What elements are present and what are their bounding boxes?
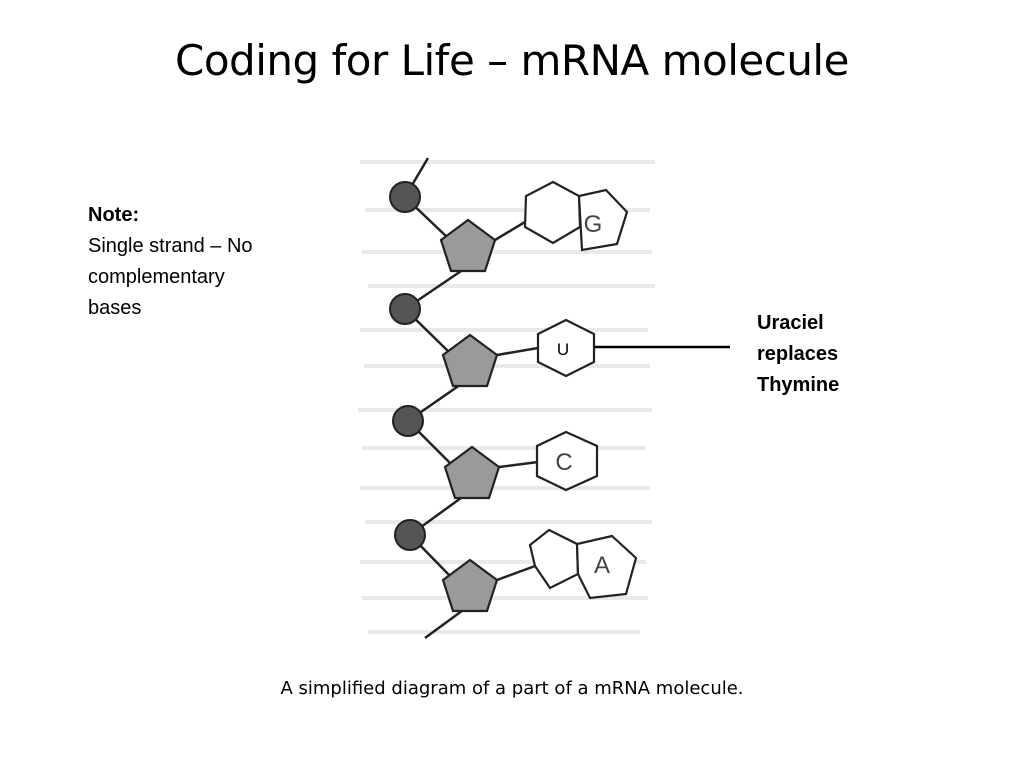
figure-caption: A simplified diagram of a part of a mRNA… [280, 678, 744, 699]
callout-line-3: Thymine [757, 374, 840, 396]
phosphate-3 [392, 405, 424, 437]
base-u [536, 318, 596, 378]
base-c [535, 430, 599, 492]
note-line-1: Single strand – No [88, 235, 253, 257]
note-block: Note: Single strand – No complementary b… [88, 200, 328, 324]
sugar-2 [441, 333, 499, 388]
sugar-1 [439, 218, 497, 273]
phosphate-4 [394, 519, 426, 551]
note-line-3: bases [88, 297, 142, 319]
glycosidic-bonds [494, 220, 539, 582]
base-a [528, 528, 638, 600]
note-heading: Note: [88, 204, 140, 226]
phosphate-1 [389, 181, 421, 213]
base-label-c: C [555, 449, 572, 476]
uracil-callout-label: Uraciel replaces Thymine [757, 308, 957, 401]
phosphate-2 [389, 293, 421, 325]
base-g [523, 180, 629, 252]
callout-line-2: replaces [757, 343, 839, 365]
base-label-u: U [557, 340, 569, 359]
base-label-g: G [584, 211, 603, 238]
note-line-2: complementary [88, 266, 225, 288]
callout-line-1: Uraciel [757, 312, 824, 334]
base-label-a: A [594, 552, 610, 579]
ribose-sugars [439, 218, 501, 613]
slide-title: Coding for Life – mRNA molecule [175, 36, 849, 85]
sugar-3 [443, 445, 501, 500]
phosphate-groups [389, 181, 426, 551]
sugar-4 [441, 558, 499, 613]
